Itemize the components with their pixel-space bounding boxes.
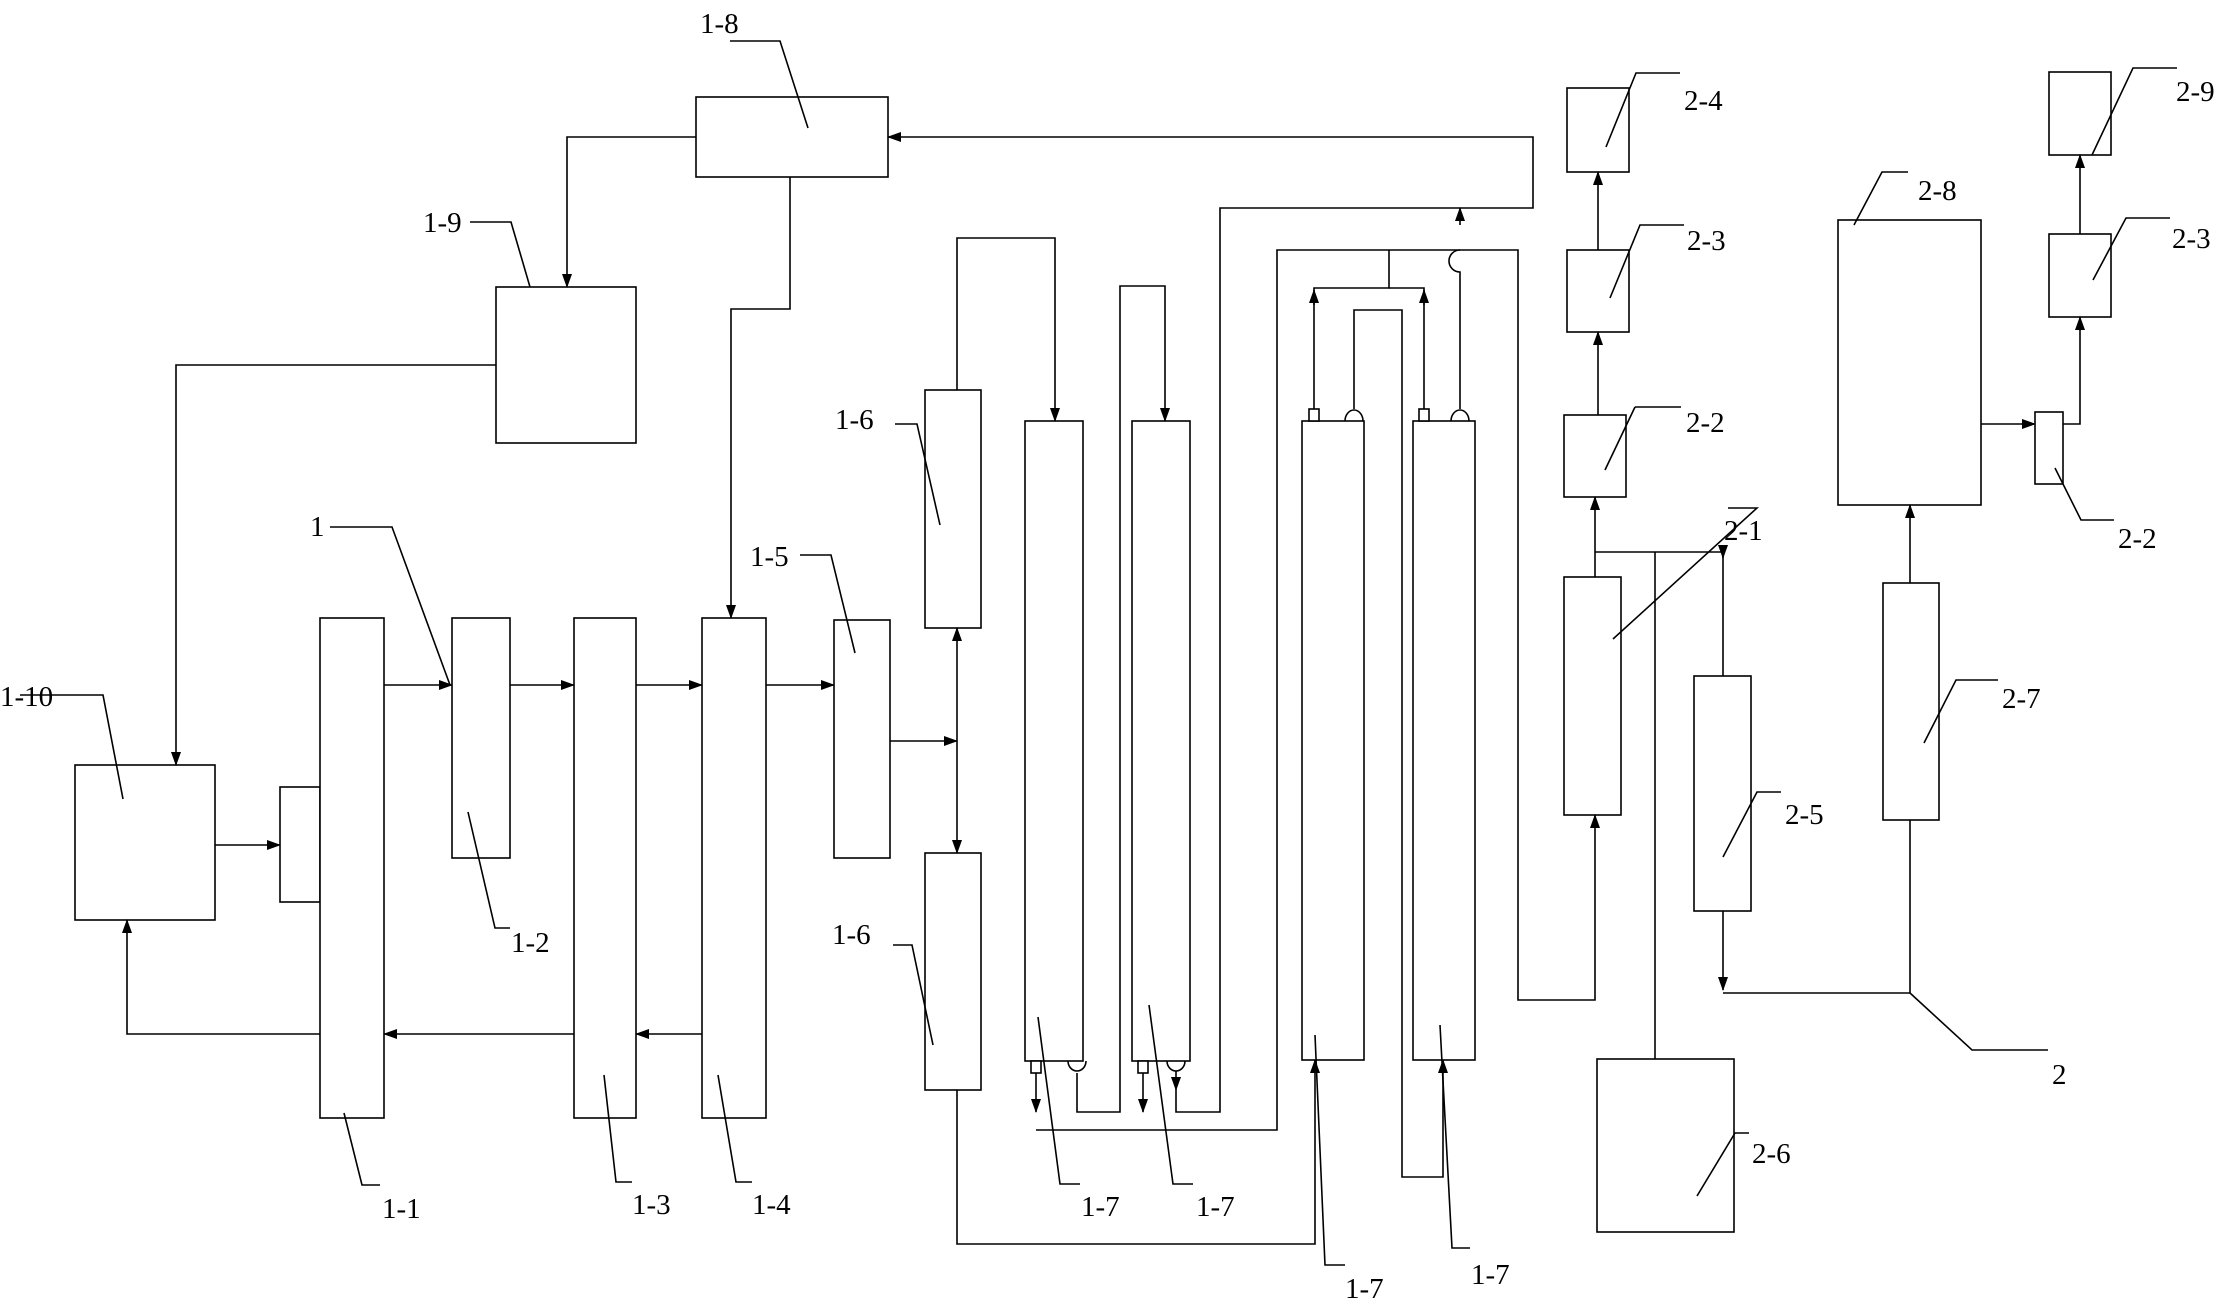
unit-1-3-box — [573, 617, 637, 1119]
fitting-square-d — [1418, 408, 1430, 422]
unit-2-3-right-box — [2048, 233, 2112, 318]
unit-1-7-column-b-box — [1131, 420, 1191, 1062]
label-1-3: 1-3 — [632, 1189, 671, 1221]
unit-2-9-box — [2048, 71, 2112, 156]
label-1-2: 1-2 — [511, 927, 550, 959]
label-1-1: 1-1 — [382, 1193, 421, 1225]
label-1-7-a: 1-7 — [1081, 1191, 1120, 1223]
unit-2-6-box — [1596, 1058, 1735, 1233]
label-1-9: 1-9 — [423, 207, 462, 239]
unit-2-7-box — [1882, 582, 1940, 821]
label-2-2-left: 2-2 — [1686, 407, 1725, 439]
label-1-7-b: 1-7 — [1196, 1191, 1235, 1223]
label-2-7: 2-7 — [2002, 683, 2041, 715]
fitting-square-a — [1030, 1060, 1042, 1074]
equipment-boxes — [74, 71, 2112, 1233]
label-2-8: 2-8 — [1918, 175, 1957, 207]
label-2-3-right: 2-3 — [2172, 223, 2211, 255]
label-1-10: 1-10 — [0, 681, 53, 713]
label-1-7-d: 1-7 — [1471, 1259, 1510, 1291]
label-2-2-right: 2-2 — [2118, 523, 2157, 555]
unit-1-1-box — [319, 617, 385, 1119]
unit-1-7-column-a-box — [1024, 420, 1084, 1062]
unit-1-1-feeder-box — [279, 786, 321, 903]
unit-1-5-box — [833, 619, 891, 859]
label-1-6-lower: 1-6 — [832, 919, 871, 951]
unit-1-7-column-d-box — [1412, 420, 1476, 1061]
label-1-7-c: 1-7 — [1345, 1273, 1384, 1302]
labels: 1-10 1 1-2 1-1 1-3 1-4 1-5 1-6 1-6 1-7 1… — [0, 8, 2215, 1305]
unit-1-6-lower-box — [924, 852, 982, 1091]
fitting-square-c — [1308, 408, 1320, 422]
unit-2-2-right-box — [2034, 411, 2064, 485]
unit-1-8-box — [695, 96, 889, 178]
label-1: 1 — [310, 511, 325, 543]
unit-1-7-column-c-box — [1301, 420, 1365, 1061]
label-2-9: 2-9 — [2176, 76, 2215, 108]
unit-2-5-box — [1693, 675, 1752, 912]
label-2-5: 2-5 — [1785, 799, 1824, 831]
process-lines — [122, 132, 2085, 1245]
unit-1-10-box — [74, 764, 216, 921]
unit-2-4-box — [1566, 87, 1630, 173]
unit-1-4-box — [701, 617, 767, 1119]
label-2-6: 2-6 — [1752, 1138, 1791, 1170]
column-fittings — [1030, 408, 1470, 1074]
label-1-5: 1-5 — [750, 541, 789, 573]
label-1-6-upper: 1-6 — [835, 404, 874, 436]
fitting-bulb-d — [1450, 409, 1470, 422]
label-1-4: 1-4 — [752, 1189, 791, 1221]
unit-2-2-left-box — [1563, 414, 1627, 498]
unit-2-1-box — [1563, 576, 1622, 816]
unit-1-2-box — [451, 617, 511, 859]
fitting-bulb-a — [1067, 1060, 1087, 1072]
label-1-8: 1-8 — [700, 8, 739, 40]
label-2-1: 2-1 — [1724, 515, 1763, 547]
fitting-square-b — [1137, 1060, 1149, 1074]
label-2: 2 — [2052, 1059, 2067, 1091]
unit-1-9-box — [495, 286, 637, 444]
unit-2-8-box — [1837, 219, 1982, 506]
label-2-3-left: 2-3 — [1687, 225, 1726, 257]
fitting-bulb-c — [1344, 409, 1364, 422]
unit-2-3-left-box — [1566, 249, 1630, 333]
leader-lines — [20, 40, 2177, 1266]
unit-1-6-upper-box — [924, 389, 982, 629]
label-2-4: 2-4 — [1684, 85, 1723, 117]
fitting-bulb-b — [1166, 1060, 1186, 1072]
